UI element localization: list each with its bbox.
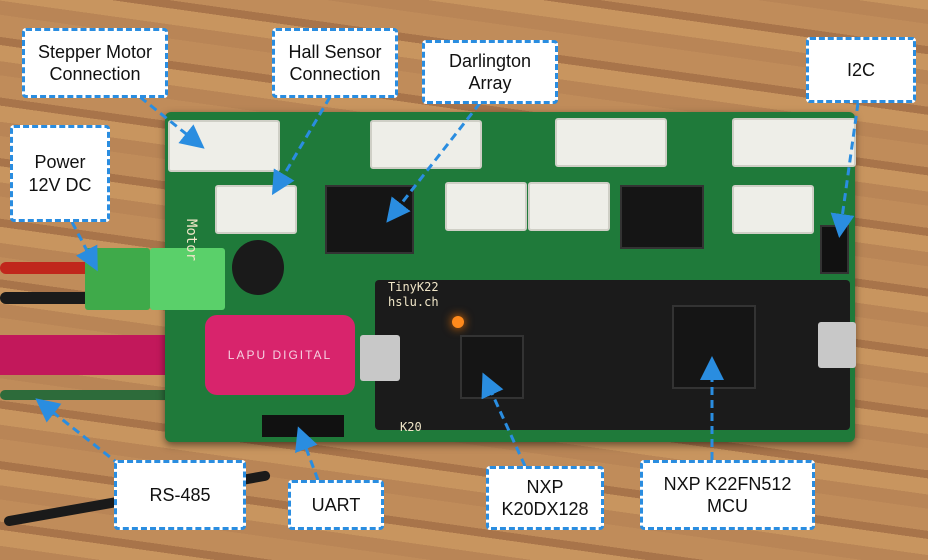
usb-plug: LAPU DIGITAL xyxy=(205,315,355,395)
arrow-rs485 xyxy=(35,398,121,467)
callout-hall: Hall Sensor Connection xyxy=(272,28,398,98)
callout-power: Power 12V DC xyxy=(10,125,110,222)
red-power-cable xyxy=(0,262,100,274)
connector-j6 xyxy=(445,182,527,231)
usb-port-k22 xyxy=(818,322,856,368)
callout-k22: NXP K22FN512 MCU xyxy=(640,460,815,530)
led-orange xyxy=(452,316,464,328)
arrow-k20 xyxy=(481,372,527,467)
arrow-uart xyxy=(295,426,320,481)
callout-k20: NXP K20DX128 xyxy=(486,466,604,530)
callout-darlington: Darlington Array xyxy=(422,40,558,104)
connector-m2 xyxy=(370,120,482,169)
callout-uart: UART xyxy=(288,480,384,530)
silk-url: hslu.ch xyxy=(388,295,439,309)
black-power-cable xyxy=(0,292,100,304)
darlington-chip-2 xyxy=(620,185,704,249)
arrow-power xyxy=(70,221,98,272)
connector-j5 xyxy=(732,185,814,234)
callout-i2c: I2C xyxy=(806,37,916,103)
uart-header xyxy=(262,415,344,437)
arrow-hall xyxy=(271,96,332,196)
callout-rs485: RS-485 xyxy=(114,460,246,530)
arrow-stepper xyxy=(139,95,205,149)
capacitor xyxy=(232,240,284,295)
arrow-darlington xyxy=(386,102,482,223)
silk-title: TinyK22 xyxy=(388,280,439,294)
usb-brand: LAPU DIGITAL xyxy=(227,348,333,362)
arrow-i2c xyxy=(830,102,860,238)
connector-m0 xyxy=(732,118,856,167)
connector-j4 xyxy=(528,182,610,231)
rs485-cable xyxy=(0,390,170,400)
silk-k20: K20 xyxy=(400,420,422,434)
tinyk22-module xyxy=(375,280,850,430)
callout-stepper: Stepper Motor Connection xyxy=(22,28,168,98)
terminal-plug xyxy=(150,248,225,310)
connector-m1 xyxy=(555,118,667,167)
usb-port-k20 xyxy=(360,335,400,381)
